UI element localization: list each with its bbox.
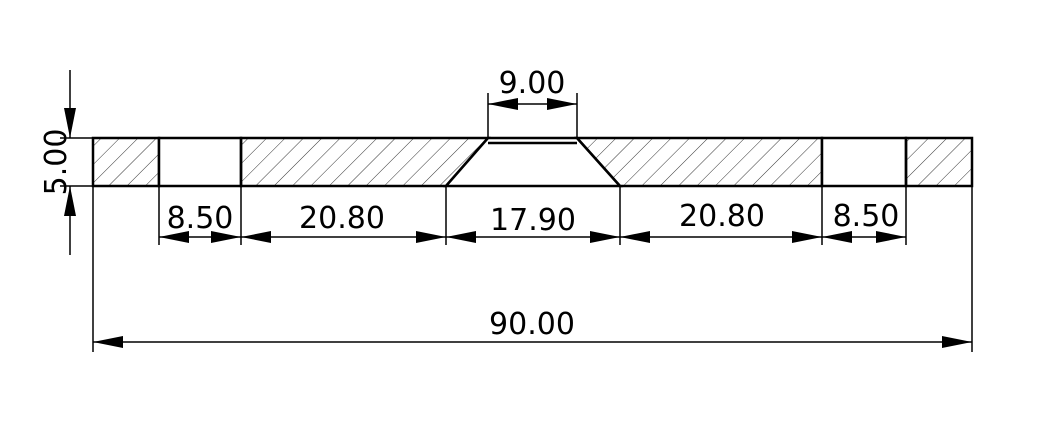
label-web-right: 20.80	[679, 199, 765, 234]
label-thickness: 5.00	[39, 129, 74, 196]
plate-section	[91, 136, 974, 188]
hatched-segment-mid-right	[574, 136, 824, 188]
label-hole-right: 8.50	[833, 199, 900, 234]
hole-left	[157, 136, 243, 188]
label-countersink-bottom: 17.90	[490, 203, 576, 238]
hole-right	[820, 136, 908, 188]
hatched-segment-left	[91, 136, 161, 188]
label-hole-left: 8.50	[167, 201, 234, 236]
label-web-left: 20.80	[299, 201, 385, 236]
hatched-segment-right	[904, 136, 974, 188]
dimension-labels: 5.00 9.00 8.50 20.80 17.90 20.80 8.50 90…	[39, 66, 899, 342]
label-overall-length: 90.00	[489, 307, 575, 342]
label-countersink-top: 9.00	[499, 66, 566, 101]
dimension-lines	[64, 70, 972, 348]
